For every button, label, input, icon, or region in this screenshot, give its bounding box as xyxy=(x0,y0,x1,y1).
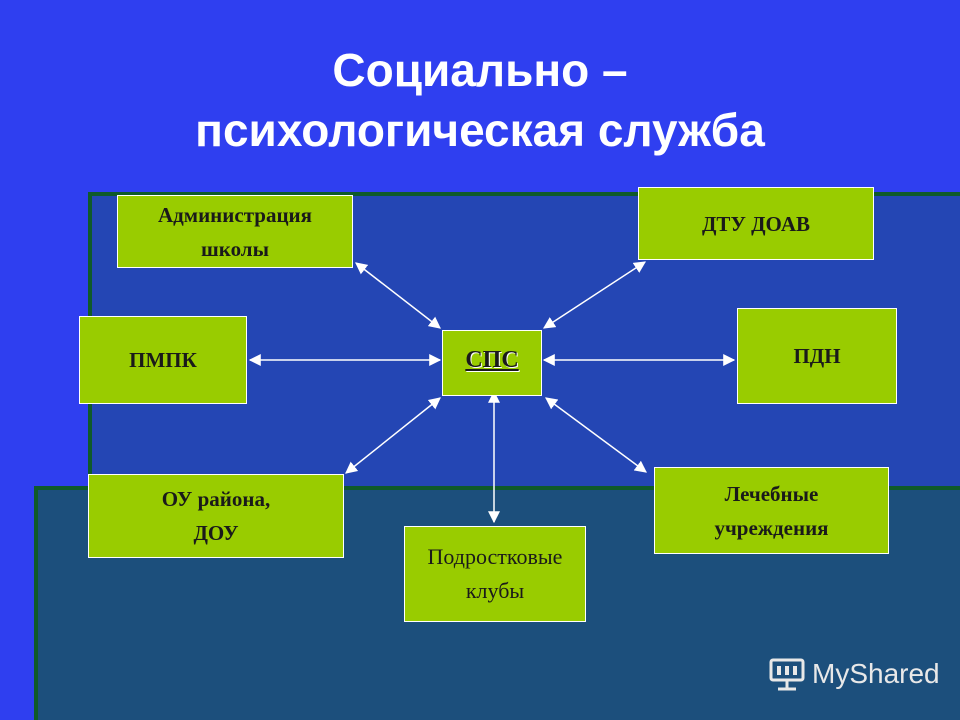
slide-title-line-1: Социально – xyxy=(332,44,628,96)
watermark-text: MyShared xyxy=(812,658,940,689)
node-district-schools: ОУ района, ДОУ xyxy=(88,474,344,558)
node-pmpk-label: ПМПК xyxy=(129,348,197,372)
edge-center-ou xyxy=(345,397,441,474)
node-school-administration: Администрация школы xyxy=(117,195,353,268)
node-pmpk: ПМПК xyxy=(79,316,247,404)
node-teen-clubs-line-1: Подростковые xyxy=(427,544,563,569)
node-school-administration-line-1: Администрация xyxy=(157,202,313,227)
node-pdn: ПДН xyxy=(737,308,897,404)
node-medical-institutions: Лечебные учреждения xyxy=(654,467,889,554)
node-teen-clubs: Подростковые клубы xyxy=(404,526,586,622)
node-district-schools-line-1: ОУ района, xyxy=(161,487,271,511)
node-pdn-label: ПДН xyxy=(793,344,841,368)
node-sps-center: СПС xyxy=(442,330,542,396)
edge-center-admin xyxy=(355,262,441,329)
watermark: MyShared xyxy=(768,654,948,694)
slide-title-line-2: психологическая служба xyxy=(195,104,765,156)
slide-title: Социально – психологическая служба xyxy=(0,40,960,160)
edge-center-medical xyxy=(545,397,647,473)
node-medical-institutions-line-2: учреждения xyxy=(714,515,829,540)
presentation-board-icon xyxy=(769,658,805,691)
node-dtu-doav-label: ДТУ ДОАВ xyxy=(701,211,811,236)
node-teen-clubs-line-2: клубы xyxy=(465,578,525,603)
edge-center-dtu xyxy=(542,261,647,329)
node-school-administration-line-2: школы xyxy=(201,236,269,261)
node-medical-institutions-line-1: Лечебные xyxy=(724,481,819,506)
node-dtu-doav: ДТУ ДОАВ xyxy=(638,187,874,260)
node-sps-center-label: СПС xyxy=(465,347,519,373)
node-district-schools-line-2: ДОУ xyxy=(193,521,239,545)
